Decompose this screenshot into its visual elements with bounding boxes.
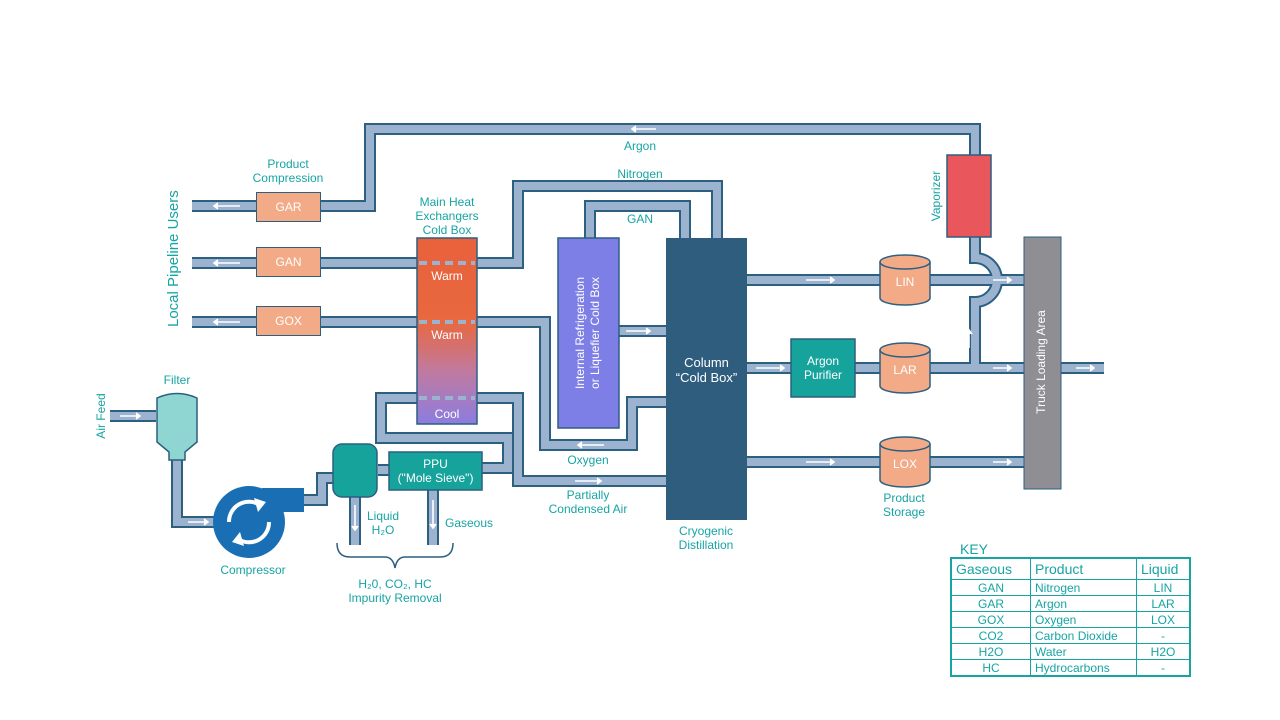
heat-exchanger-passes — [419, 261, 475, 400]
aftercooler — [332, 443, 378, 498]
partially-condensed-air-label: Partially Condensed Air — [548, 488, 628, 516]
key-cell: Carbon Dioxide — [1030, 627, 1137, 644]
lox-tank — [879, 436, 931, 488]
key-cell: GAN — [950, 579, 1031, 596]
compressor-label: Compressor — [220, 563, 286, 577]
key-row: HC Hydrocarbons - — [950, 659, 1191, 677]
lar-label: LAR — [893, 363, 917, 377]
argon-line-label: Argon — [623, 139, 657, 153]
key-title: KEY — [960, 541, 989, 557]
key-row: GAR Argon LAR — [950, 595, 1191, 612]
product-storage-label: Product Storage — [882, 491, 926, 519]
key-cell: CO2 — [950, 627, 1031, 644]
nitrogen-line-label: Nitrogen — [617, 167, 663, 181]
key-row: H2O Water H2O — [950, 643, 1191, 660]
product-compression-label: Product Compression — [252, 157, 324, 185]
gan-line-label: GAN — [626, 212, 653, 226]
key-cell: H2O — [1136, 643, 1191, 660]
lox-label: LOX — [892, 457, 917, 471]
key-header-gaseous: Gaseous — [950, 557, 1031, 580]
main-heat-exchangers-label: Main Heat Exchangers Cold Box — [415, 195, 479, 237]
truck-loading-area — [1023, 236, 1062, 490]
argon-purifier — [790, 338, 856, 398]
key-cell: - — [1136, 627, 1191, 644]
key-cell: HC — [950, 659, 1031, 677]
key-cell: Nitrogen — [1030, 579, 1137, 596]
compressor — [213, 486, 304, 558]
air-feed-label: Air Feed — [94, 393, 108, 439]
lin-tank — [879, 254, 931, 306]
hx-warm-1: Warm — [431, 269, 463, 283]
hx-cool: Cool — [434, 407, 460, 421]
key-cell: Argon — [1030, 595, 1137, 612]
key-cell: GOX — [950, 611, 1031, 628]
storage-tanks — [879, 254, 931, 488]
side-title: Local Pipeline Users — [165, 190, 182, 327]
ppu-label: PPU ("Mole Sieve") — [397, 457, 474, 485]
lar-tank — [879, 342, 931, 394]
key-cell: Water — [1030, 643, 1137, 660]
key-cell: LOX — [1136, 611, 1191, 628]
ppu-mole-sieve — [388, 451, 483, 491]
flow-arrows — [120, 125, 1096, 532]
lin-label: LIN — [895, 275, 915, 289]
key-cell: LIN — [1136, 579, 1191, 596]
hx-warm-2: Warm — [431, 328, 463, 342]
vaporizer — [946, 154, 992, 238]
gox-box: GOX — [256, 306, 321, 336]
key-cell: H2O — [950, 643, 1031, 660]
filter-label: Filter — [163, 373, 191, 387]
filter — [156, 392, 198, 461]
refrigeration-cold-box — [557, 237, 620, 429]
impurity-brace — [336, 542, 454, 569]
key-row: GAN Nitrogen LIN — [950, 579, 1191, 596]
liquid-h2o-label: Liquid H₂O — [366, 509, 400, 537]
key-row: CO2 Carbon Dioxide - — [950, 627, 1191, 644]
column-label: Column “Cold Box” — [675, 355, 738, 385]
impurity-removal-label: H₂0, CO₂, HC Impurity Removal — [348, 577, 442, 605]
gan-box: GAN — [256, 247, 321, 277]
key-header-liquid: Liquid — [1136, 557, 1191, 580]
distillation-column — [666, 238, 747, 520]
refrigeration-label: Internal Refrigeration or Liquefier Cold… — [573, 276, 602, 390]
vaporizer-label: Vaporizer — [929, 170, 943, 222]
key-table: Gaseous Product Liquid GAN Nitrogen LIN … — [950, 557, 1191, 677]
key-row: GOX Oxygen LOX — [950, 611, 1191, 628]
key-header-product: Product — [1030, 557, 1137, 580]
key-cell: LAR — [1136, 595, 1191, 612]
key-header-row: Gaseous Product Liquid — [950, 557, 1191, 580]
truck-loading-label: Truck Loading Area — [1034, 310, 1048, 414]
oxygen-line-label: Oxygen — [567, 453, 609, 467]
key-cell: - — [1136, 659, 1191, 677]
key-cell: Oxygen — [1030, 611, 1137, 628]
argon-purifier-label: Argon Purifier — [803, 354, 842, 382]
key-cell: Hydrocarbons — [1030, 659, 1137, 677]
gaseous-label: Gaseous — [444, 516, 494, 530]
main-heat-exchanger — [416, 237, 478, 425]
cryogenic-distillation-label: Cryogenic Distillation — [678, 524, 734, 552]
gar-box: GAR — [256, 192, 321, 222]
key-cell: GAR — [950, 595, 1031, 612]
